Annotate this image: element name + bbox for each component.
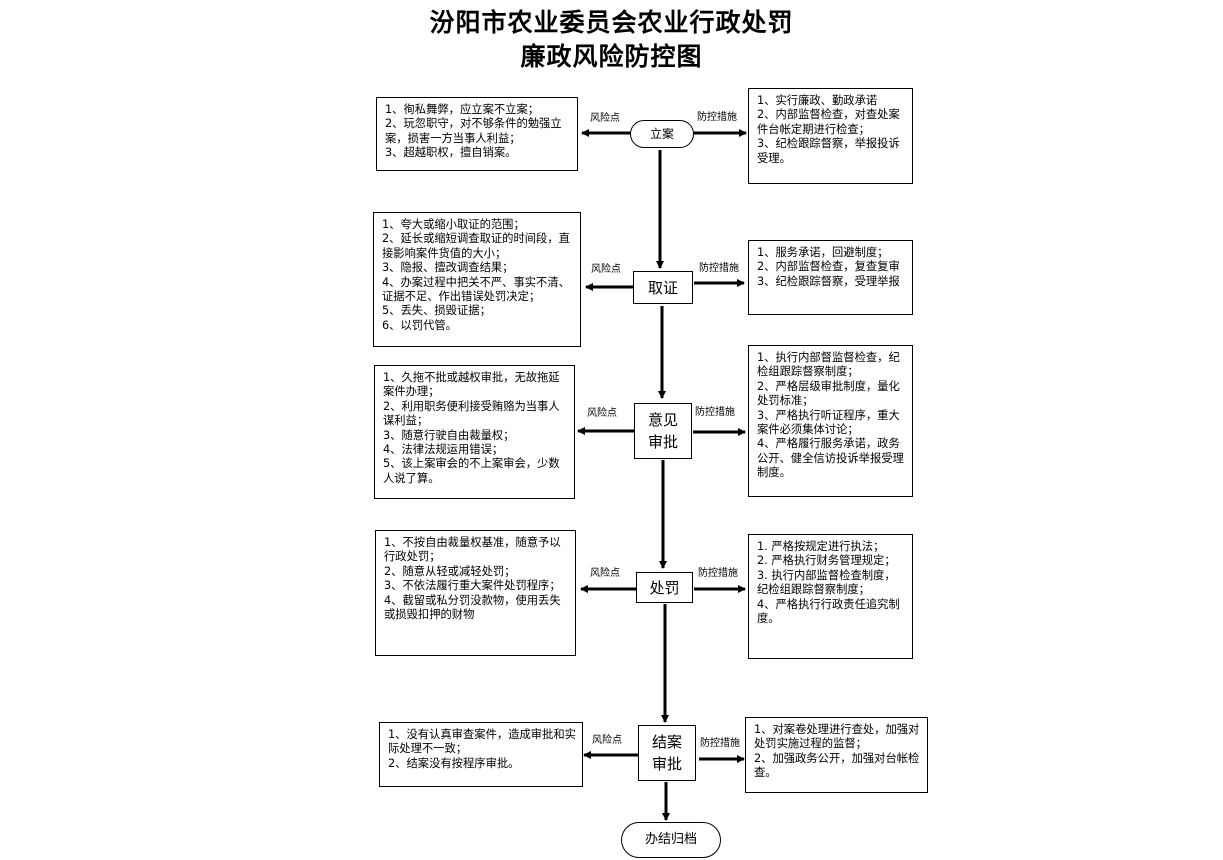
risk-item: 2、结案没有按程序审批。	[388, 756, 520, 770]
risk-label-2: 风险点	[591, 264, 621, 275]
step-node-yi-jian-shen-pi: 意见 审批	[634, 403, 692, 459]
control-item: 1. 严格按规定进行执法；	[757, 540, 885, 553]
risk-box-1: 1、徇私舞弊，应立案不立案； 2、玩忽职守，对不够条件的勉强立案，损害一方当事人…	[376, 97, 578, 171]
control-label-3: 防控措施	[695, 407, 735, 418]
control-box-2: 1、服务承诺，回避制度； 2、内部监督检查，复查复审 3、纪检跟踪督察，受理举报	[748, 240, 913, 315]
risk-item: 1、久拖不批或越权审批，无故拖延案件办理；	[383, 371, 560, 399]
control-box-1: 1、实行廉政、勤政承诺 2、内部监督检查，对查处案件台帐定期进行检查； 3、纪检…	[748, 88, 913, 184]
risk-label-1: 风险点	[590, 113, 620, 124]
step-node-text: 结案	[651, 733, 682, 751]
control-item: 4、严格执行行政责任追究制度。	[757, 597, 900, 626]
risk-box-2: 1、夸大或缩小取证的范围； 2、延长或缩短调查取证的时间段，直接影响案件货值的大…	[373, 212, 581, 347]
step-node-text: 审批	[647, 433, 678, 451]
step-node-jie-an-shen-pi: 结案 审批	[638, 725, 696, 781]
control-box-3: 1、执行内部督监督检查，纪检组跟踪督察制度； 2、严格层级审批制度，量化处罚标准…	[748, 345, 913, 497]
risk-item: 2、延长或缩短调查取证的时间段，直接影响案件货值的大小；	[382, 232, 570, 260]
risk-item: 2、随意从轻或减轻处罚；	[384, 564, 516, 578]
control-box-4: 1. 严格按规定进行执法； 2. 严格执行财务管理规定； 3. 执行内部监督检查…	[748, 534, 913, 659]
control-item: 4、严格履行服务承诺，政务公开、健全信访投诉举报受理制度。	[757, 437, 904, 480]
control-item: 3. 执行内部监督检查制度，纪检组跟踪督察制度；	[757, 568, 896, 597]
control-item: 2、加强政务公开，加强对台帐检查。	[754, 751, 920, 780]
control-label-1: 防控措施	[697, 112, 737, 123]
risk-item: 1、没有认真审查案件，造成审批和实际处理不一致；	[388, 728, 576, 756]
risk-item: 4、法律法规运用错误；	[383, 443, 504, 457]
control-item: 2. 严格执行财务管理规定；	[757, 554, 896, 568]
control-box-5: 1、对案卷处理进行查处，加强对处罚实施过程的监督； 2、加强政务公开，加强对台帐…	[745, 717, 928, 793]
control-label-5: 防控措施	[700, 738, 740, 749]
risk-item: 1、徇私舞弊，应立案不立案；	[385, 103, 540, 116]
diagram-title-line1: 汾阳市农业委员会农业行政处罚	[429, 8, 794, 37]
risk-box-3: 1、久拖不批或越权审批，无故拖延案件办理； 2、利用职务便利接受贿赂为当事人谋利…	[374, 365, 575, 499]
risk-item: 5、该上案审会的不上案审会，少数人说了算。	[383, 457, 560, 485]
risk-item: 2、利用职务便利接受贿赂为当事人谋利益；	[383, 399, 560, 428]
risk-label-5: 风险点	[592, 735, 622, 746]
control-item: 2、严格层级审批制度，量化处罚标准；	[757, 379, 900, 408]
step-node-text: 意见	[647, 411, 678, 429]
control-label-2: 防控措施	[699, 263, 739, 274]
diagram-title-line2: 廉政风险防控图	[520, 42, 703, 71]
control-item: 1、实行廉政、勤政承诺	[757, 94, 878, 107]
control-item: 2、内部监督检查，复查复审	[757, 260, 900, 274]
control-item: 3、严格执行听证程序，重大案件必须集体讨论；	[757, 408, 900, 437]
end-node-archive: 办结归档	[621, 822, 721, 858]
control-item: 1、服务承诺，回避制度；	[757, 246, 889, 259]
control-item: 1、执行内部督监督检查，纪检组跟踪督察制度；	[757, 351, 900, 379]
step-node-chu-fa: 处罚	[636, 572, 693, 603]
risk-item: 3、隐报、擅改调查结果；	[382, 261, 514, 275]
step-node-li-an: 立案	[630, 120, 694, 148]
control-item: 1、对案卷处理进行查处，加强对处罚实施过程的监督；	[754, 723, 920, 751]
control-label-4: 防控措施	[698, 568, 738, 579]
risk-box-4: 1、不按自由裁量权基准，随意予以行政处罚； 2、随意从轻或减轻处罚； 3、不依法…	[375, 530, 576, 656]
control-item: 2、内部监督检查，对查处案件台帐定期进行检查；	[757, 108, 900, 136]
risk-item: 1、不按自由裁量权基准，随意予以行政处罚；	[384, 536, 561, 564]
risk-item: 6、以罚代管。	[382, 318, 457, 332]
risk-item: 3、不依法履行重大案件处罚程序；	[384, 579, 561, 593]
risk-item: 5、丢失、损毁证据；	[382, 304, 491, 318]
risk-item: 3、随意行驶自由裁量权；	[383, 428, 515, 442]
control-item: 3、纪检跟踪督察，举报投诉受理。	[757, 137, 900, 165]
risk-item: 4、截留或私分罚没款物，使用丢失或损毁扣押的财物	[384, 593, 561, 622]
step-node-text: 审批	[651, 755, 682, 773]
risk-label-4: 风险点	[590, 568, 620, 579]
step-node-qu-zheng: 取证	[633, 271, 693, 304]
risk-item: 2、玩忽职守，对不够条件的勉强立案，损害一方当事人利益；	[385, 117, 562, 145]
risk-item: 1、夸大或缩小取证的范围；	[382, 218, 525, 231]
risk-item: 4、办案过程中把关不严、事实不清、证据不足、作出错误处罚决定；	[382, 275, 570, 304]
risk-item: 3、超越职权，擅自销案。	[385, 146, 517, 160]
risk-box-5: 1、没有认真审查案件，造成审批和实际处理不一致； 2、结案没有按程序审批。	[379, 722, 583, 787]
risk-label-3: 风险点	[587, 408, 617, 419]
control-item: 3、纪检跟踪督察，受理举报	[757, 274, 900, 288]
